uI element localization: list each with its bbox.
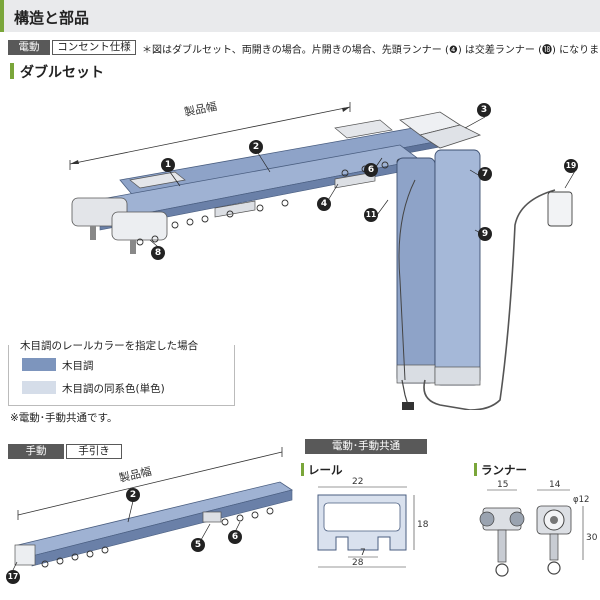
- callout-badge-5: 5: [191, 538, 205, 552]
- callout-badge-19: 19: [564, 159, 578, 173]
- callout-badge-2: 2: [126, 488, 140, 502]
- runner-side-wheel-left: [479, 511, 495, 527]
- manual-bracket: [202, 511, 222, 523]
- motor-column-right: [434, 149, 481, 386]
- rail-section-marker: [301, 463, 304, 476]
- receiver-box: [547, 191, 573, 227]
- manual-rail-side: [31, 489, 293, 567]
- callout-badge-6: 6: [364, 163, 378, 177]
- header-accent-bar: [0, 0, 4, 32]
- section-marker: [10, 63, 14, 79]
- rail-cross-section: 22 18 7 28: [317, 477, 429, 568]
- motor-base-left: [396, 364, 436, 384]
- callout-badge-4: 4: [317, 197, 331, 211]
- runner-diagrams: 15 14 φ12 30: [479, 480, 598, 577]
- manual-rail-top: [17, 481, 293, 557]
- runner-side-ring: [495, 563, 509, 577]
- end-hook-1: [90, 226, 96, 240]
- runner-dim-b: 14: [549, 480, 561, 490]
- runner-front-axle: [550, 516, 558, 524]
- runner-section-marker: [474, 463, 477, 476]
- diagram-note: ＊図はダブルセット、両開きの場合。片開きの場合、先頭ランナー (❹) は交差ラン…: [142, 45, 600, 56]
- runner-side-wheel-right: [509, 511, 525, 527]
- runner-dim-height: 30: [586, 533, 598, 543]
- callout-leaders: [149, 116, 576, 253]
- width-label: 製品幅: [183, 99, 218, 119]
- end-hook-2: [130, 240, 136, 254]
- rail-section-title: レール: [308, 463, 343, 477]
- callout-badge-6: 6: [228, 530, 242, 544]
- end-cap-front: [111, 211, 168, 241]
- joint-bracket-2: [334, 171, 376, 189]
- plug-icon: [402, 402, 414, 410]
- double-set-title: ダブルセット: [20, 65, 104, 81]
- power-cable: [423, 189, 556, 410]
- runner-section-title: ランナー: [481, 463, 527, 477]
- legend-swatch-wood: [22, 358, 56, 371]
- rail-profile-inner: [323, 502, 401, 532]
- bracket-1: [129, 171, 186, 189]
- width-dimension: [69, 102, 351, 170]
- callout-badge-1: 1: [161, 158, 175, 172]
- rail-dim-top: 22: [352, 477, 363, 487]
- bracket-2: [334, 119, 393, 139]
- legend-swatch-solid: [22, 381, 56, 394]
- section-header: [0, 0, 600, 32]
- callout-badge-9: 9: [478, 227, 492, 241]
- tag-outlet-spec: コンセント仕様: [52, 40, 136, 55]
- callout-badge-17: 17: [6, 570, 20, 584]
- joint-bracket-1: [214, 200, 256, 218]
- manual-width-label: 製品幅: [118, 464, 153, 485]
- tag-electric: 電動: [8, 40, 50, 55]
- legend-label-solid: 木目調の同系色(単色): [62, 383, 165, 395]
- manual-end-cap: [14, 544, 36, 566]
- legend-label-wood: 木目調: [62, 360, 94, 372]
- callout-badge-7: 7: [478, 167, 492, 181]
- runner-side-stem: [497, 529, 507, 563]
- motor-column-left: [396, 157, 436, 384]
- manual-runner-hooks: [41, 507, 274, 568]
- motor-base-right: [434, 366, 481, 386]
- common-note: ※電動･手動共通です。: [10, 412, 118, 424]
- callout-badge-11: 11: [364, 208, 378, 222]
- tag-manual: 手動: [8, 444, 64, 459]
- tag-hand-pull: 手引き: [66, 444, 122, 459]
- runner-hooks: [136, 158, 404, 246]
- page-title: 構造と部品: [14, 9, 90, 27]
- runner-front-stem: [549, 533, 559, 561]
- rail-dim-inner: 7: [360, 548, 366, 558]
- runner-dim-a: 15: [497, 480, 508, 490]
- plug-cable: [401, 379, 409, 406]
- callout-badge-8: 8: [151, 246, 165, 260]
- runner-dim-diameter: φ12: [573, 495, 589, 505]
- callout-badge-2: 2: [249, 140, 263, 154]
- callout-badge-3: 3: [477, 103, 491, 117]
- manual-rail-diagram: 製品幅: [12, 447, 293, 571]
- manual-width-dimension: [17, 447, 283, 520]
- runner-front-ring: [547, 561, 561, 575]
- double-set-diagram: 製品幅: [69, 99, 576, 410]
- rail-dim-height: 18: [417, 520, 429, 530]
- signal-cable: [398, 179, 416, 381]
- legend-title: 木目調のレールカラーを指定した場合: [16, 338, 203, 353]
- rail-dim-bottom: 28: [352, 558, 364, 568]
- color-legend: [8, 345, 235, 406]
- common-tag: 電動･手動共通: [305, 439, 427, 454]
- motor-head-side: [419, 124, 482, 149]
